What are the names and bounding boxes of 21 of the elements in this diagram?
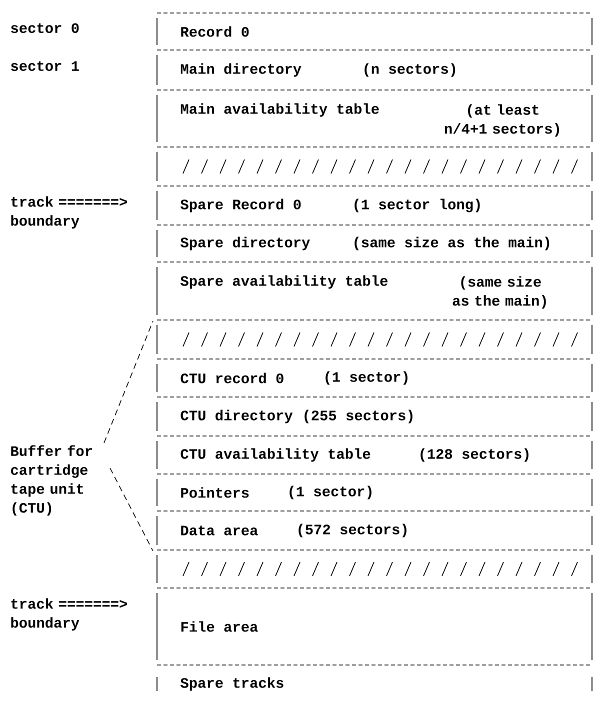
memory-block: Main directory (n sectors) — [156, 50, 592, 86]
memory-block: Main availability table (at least n/4+1 sectors) — [156, 90, 592, 142]
memory-block: Spare Record 0 (1 sector long) — [156, 186, 592, 220]
side-label: sector 1 — [11, 61, 79, 71]
hatched-block — [156, 146, 592, 182]
memory-block: Data area (572 sectors) — [156, 510, 592, 546]
memory-block: Pointers (1 sector) — [156, 474, 592, 506]
hatched-block — [156, 320, 592, 354]
memory-block: CTU directory (255 sectors) — [156, 396, 592, 432]
side-label: sector 0 — [11, 23, 79, 33]
side-label: track =======> boundary — [11, 196, 127, 229]
memory-block: Spare directory (same size as the main) — [156, 224, 592, 258]
memory-block: CTU availability table (128 sectors) — [156, 436, 592, 470]
memory-block: Spare tracks — [156, 664, 592, 692]
memory-block: CTU record 0 (1 sector) — [156, 358, 592, 392]
hatched-block — [156, 550, 592, 584]
side-label: Buffer for cartridge tape unit (CTU) — [10, 445, 92, 516]
memory-block: Record 0 — [156, 12, 592, 46]
memory-block: File area — [156, 588, 592, 660]
side-label: track =======> boundary — [11, 598, 127, 631]
memory-block: Spare availability table (same size as the main) — [156, 262, 592, 316]
